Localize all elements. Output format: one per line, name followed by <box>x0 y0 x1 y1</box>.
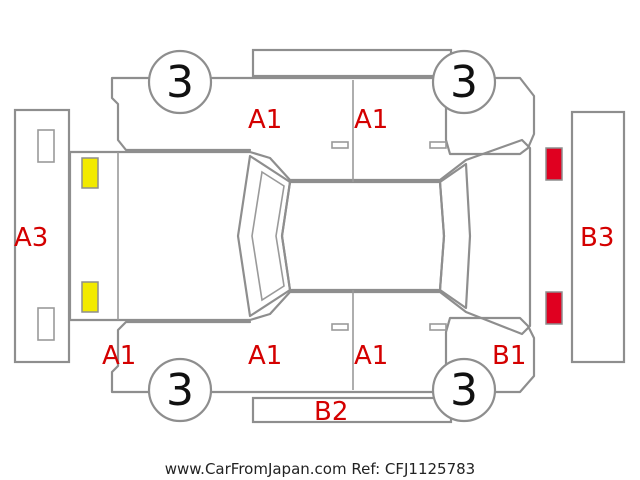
code-rear-corner: B1 <box>492 341 526 371</box>
code-side-panel: B2 <box>314 397 348 427</box>
wheel-front-left-label: 3 <box>166 57 194 108</box>
code-door-left: A1 <box>248 341 282 371</box>
code-door-right: A1 <box>354 341 388 371</box>
wheel-front-right: 3 <box>147 357 213 423</box>
wheel-rear-right: 3 <box>431 357 497 423</box>
wheel-front-right-label: 3 <box>166 365 194 416</box>
headlight-marker-top <box>81 157 99 189</box>
headlight-marker-bottom <box>81 281 99 313</box>
top-side-panel <box>110 48 536 156</box>
wheel-front-left: 3 <box>147 49 213 115</box>
footer-reference: www.CarFromJapan.com Ref: CFJ1125783 <box>165 460 475 478</box>
wheel-rear-left: 3 <box>431 49 497 115</box>
code-front-left: A1 <box>102 341 136 371</box>
front-bumper <box>13 108 71 364</box>
rear-bumper <box>570 110 626 364</box>
code-front-bumper: A3 <box>14 223 48 253</box>
code-roof-right: A1 <box>354 105 388 135</box>
wheel-rear-right-label: 3 <box>450 365 478 416</box>
wheel-rear-left-label: 3 <box>450 57 478 108</box>
taillight-marker-top <box>545 147 563 181</box>
taillight-marker-bottom <box>545 291 563 325</box>
code-roof-left: A1 <box>248 105 282 135</box>
car-body <box>68 138 532 336</box>
code-rear-bumper: B3 <box>580 223 614 253</box>
bottom-side-panel <box>110 316 536 424</box>
